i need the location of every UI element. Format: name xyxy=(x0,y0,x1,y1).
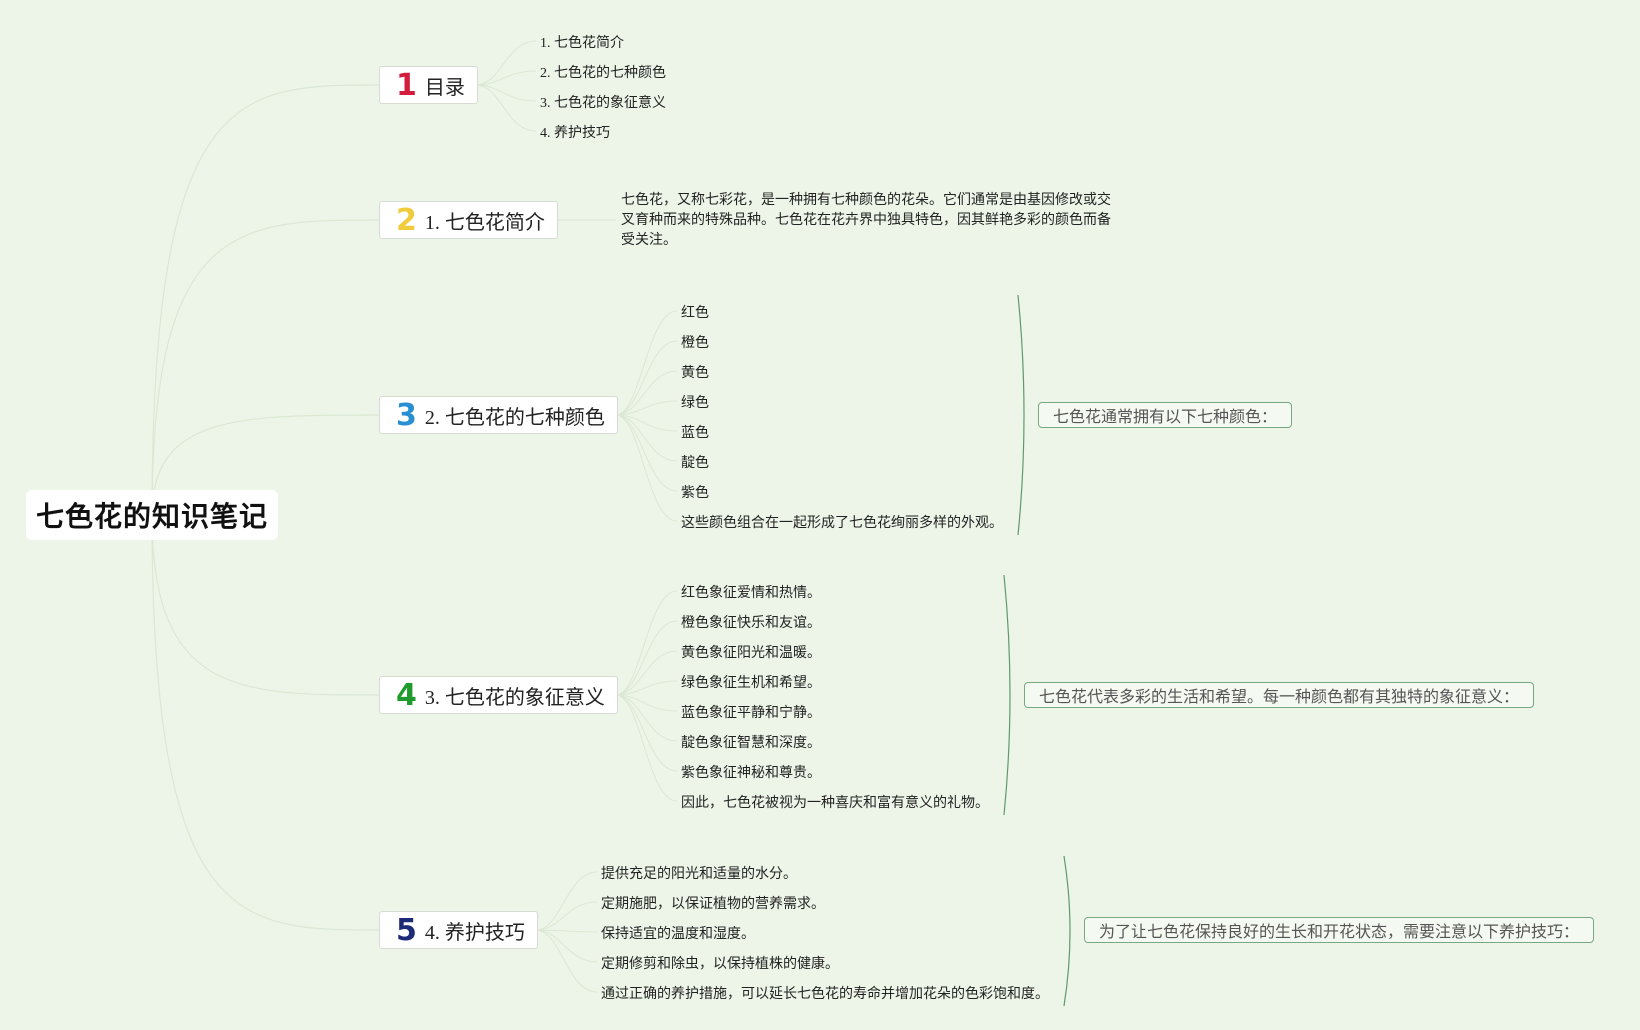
leaf-item[interactable]: 保持适宜的温度和湿度。 xyxy=(601,927,755,942)
root-connector xyxy=(151,514,380,931)
branch-label: 3. 七色花的象征意义 xyxy=(424,686,605,709)
number-5-icon: 5 xyxy=(396,912,417,948)
intro-paragraph[interactable]: 七色花，又称七彩花，是一种拥有七种颜色的花朵。它们通常是由基因修改或交叉育种而来… xyxy=(621,193,1111,248)
colors-connector xyxy=(615,310,678,416)
number-3-icon: 3 xyxy=(396,397,417,433)
care-connector xyxy=(535,901,598,931)
symbolism-connector xyxy=(615,650,678,696)
care-connector xyxy=(535,929,598,933)
number-4-icon: 4 xyxy=(396,677,417,713)
symbolism-bracket xyxy=(1003,574,1011,816)
symbolism-connector xyxy=(615,694,678,772)
colors-connector xyxy=(615,370,678,416)
branch-colors[interactable]: 3 2. 七色花的七种颜色 xyxy=(379,396,618,434)
leaf-item[interactable]: 红色 xyxy=(681,306,709,321)
symbolism-connector xyxy=(615,694,678,802)
leaf-item[interactable]: 紫色 xyxy=(681,486,709,501)
leaf-item[interactable]: 橙色象征快乐和友谊。 xyxy=(681,616,821,631)
toc-connector xyxy=(475,84,537,132)
leaf-item[interactable]: 4. 养护技巧 xyxy=(540,126,610,141)
leaf-item[interactable]: 定期修剪和除虫，以保持植株的健康。 xyxy=(601,957,839,972)
symbolism-connector xyxy=(615,590,678,696)
symbolism-summary[interactable]: 七色花代表多彩的生活和希望。每一种颜色都有其独特的象征意义： xyxy=(1024,682,1535,708)
care-connector xyxy=(535,929,598,963)
leaf-item[interactable]: 黄色 xyxy=(681,366,709,381)
leaf-item[interactable]: 这些颜色组合在一起形成了七色花绚丽多样的外观。 xyxy=(681,516,1003,531)
leaf-item[interactable]: 3. 七色花的象征意义 xyxy=(540,96,666,111)
care-summary[interactable]: 为了让七色花保持良好的生长和开花状态，需要注意以下养护技巧： xyxy=(1084,917,1595,943)
leaf-item[interactable]: 定期施肥，以保证植物的营养需求。 xyxy=(601,897,825,912)
branch-label: 目录 xyxy=(424,76,465,99)
leaf-item[interactable]: 绿色象征生机和希望。 xyxy=(681,676,821,691)
leaf-item[interactable]: 黄色象征阳光和温暖。 xyxy=(681,646,821,661)
leaf-item[interactable]: 通过正确的养护措施，可以延长七色花的寿命并增加花朵的色彩饱和度。 xyxy=(601,987,1049,1002)
branch-intro[interactable]: 2 1. 七色花简介 xyxy=(379,201,558,239)
care-connector xyxy=(535,871,598,931)
leaf-item[interactable]: 橙色 xyxy=(681,336,709,351)
leaf-item[interactable]: 1. 七色花简介 xyxy=(540,36,624,51)
colors-connector xyxy=(615,414,678,522)
colors-summary[interactable]: 七色花通常拥有以下七种颜色： xyxy=(1038,402,1293,428)
root-connector xyxy=(151,84,380,516)
leaf-item[interactable]: 靛色 xyxy=(681,456,709,471)
branch-label: 2. 七色花的七种颜色 xyxy=(424,406,605,429)
root-connector xyxy=(151,514,380,696)
root-connector xyxy=(151,219,380,516)
root-topic[interactable]: 七色花的知识笔记 xyxy=(26,490,278,540)
symbolism-connector xyxy=(615,694,678,742)
leaf-item[interactable]: 因此，七色花被视为一种喜庆和富有意义的礼物。 xyxy=(681,796,989,811)
symbolism-connector xyxy=(615,620,678,696)
root-title: 七色花的知识笔记 xyxy=(35,500,268,533)
leaf-item[interactable]: 靛色象征智慧和深度。 xyxy=(681,736,821,751)
branch-label: 4. 养护技巧 xyxy=(424,921,525,944)
colors-connector xyxy=(615,414,678,492)
leaf-item[interactable]: 蓝色象征平静和宁静。 xyxy=(681,706,821,721)
toc-connector xyxy=(475,70,537,86)
colors-connector xyxy=(615,400,678,416)
root-connector xyxy=(151,414,380,516)
leaf-item[interactable]: 紫色象征神秘和尊贵。 xyxy=(681,766,821,781)
symbolism-connector xyxy=(615,680,678,696)
leaf-item[interactable]: 绿色 xyxy=(681,396,709,411)
toc-connector xyxy=(475,40,537,86)
leaf-item[interactable]: 提供充足的阳光和适量的水分。 xyxy=(601,867,797,882)
branch-symbolism[interactable]: 4 3. 七色花的象征意义 xyxy=(379,676,618,714)
branch-toc[interactable]: 1 目录 xyxy=(379,66,478,104)
branch-care[interactable]: 5 4. 养护技巧 xyxy=(379,911,538,949)
care-bracket xyxy=(1063,855,1071,1007)
number-1-icon: 1 xyxy=(396,67,417,103)
leaf-item[interactable]: 蓝色 xyxy=(681,426,709,441)
symbolism-connector xyxy=(615,694,678,712)
toc-connector xyxy=(475,84,537,102)
colors-connector xyxy=(615,340,678,416)
care-connector xyxy=(535,929,598,993)
branch-label: 1. 七色花简介 xyxy=(424,211,545,234)
colors-bracket xyxy=(1017,294,1025,536)
number-2-icon: 2 xyxy=(396,202,417,238)
leaf-item[interactable]: 2. 七色花的七种颜色 xyxy=(540,66,666,81)
colors-connector xyxy=(615,414,678,462)
colors-connector xyxy=(615,414,678,432)
leaf-item[interactable]: 红色象征爱情和热情。 xyxy=(681,586,821,601)
